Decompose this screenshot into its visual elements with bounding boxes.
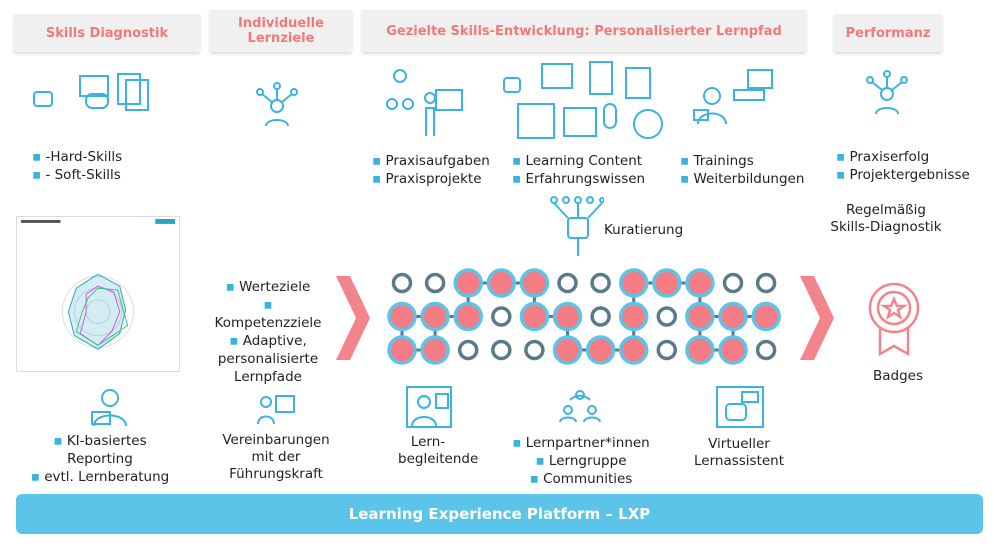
header-skills-entwicklung: Gezielte Skills-Entwicklung: Personalisi…	[362, 10, 806, 52]
path-node-active	[453, 301, 483, 332]
chevron-right-icon-left	[336, 276, 370, 360]
learning-path-grid	[387, 268, 781, 365]
path-node-active	[618, 335, 649, 365]
path-node-active	[486, 268, 517, 298]
lernpartner-list: Lernpartner*innenLerngruppeCommunities	[508, 434, 654, 488]
path-node-active	[420, 335, 450, 365]
path-node-empty	[755, 272, 777, 294]
path-node-empty	[491, 306, 512, 327]
badges-label: Badges	[872, 368, 923, 384]
path-node-empty	[722, 272, 744, 294]
path-node-empty	[590, 306, 611, 327]
path-node-empty	[755, 339, 777, 361]
path-node-active	[751, 301, 781, 332]
path-node-active	[552, 301, 583, 332]
trainings-list: TrainingsWeiterbildungen	[680, 152, 804, 188]
path-node-active	[685, 335, 715, 365]
path-node-active	[453, 268, 483, 298]
ziele-list: WertezieleKompetenzzieleAdaptive, person…	[212, 278, 324, 386]
path-node-active	[618, 268, 649, 298]
person-network-icon	[256, 82, 298, 127]
path-node-empty	[590, 272, 611, 294]
reporting-dashboard-screenshot	[16, 216, 180, 372]
header-individuelle-lernziele: Individuelle Lernziele	[210, 10, 352, 52]
content-list: Learning ContentErfahrungswissen	[512, 152, 645, 188]
path-node-active	[420, 301, 450, 332]
path-node-active	[685, 268, 715, 298]
kuratierung-label: Kuratierung	[604, 222, 684, 238]
chevron-right-icon-right	[800, 276, 834, 360]
performanz-list: PraxiserfolgProjektergebnisse	[836, 148, 969, 184]
path-node-active	[585, 335, 616, 365]
path-node-empty	[391, 272, 413, 294]
path-node-active	[685, 301, 715, 332]
path-node-empty	[457, 339, 479, 361]
reporting-list: KI-basiertes Reportingevtl. Lernberatung	[28, 432, 172, 486]
path-node-empty	[524, 339, 545, 361]
path-node-empty	[491, 339, 512, 361]
badge-award-icon	[868, 282, 920, 357]
path-node-empty	[557, 272, 578, 294]
path-node-empty	[424, 272, 446, 294]
path-node-active	[519, 268, 550, 298]
path-node-active	[519, 301, 550, 332]
person-network-icon-performanz	[866, 70, 908, 115]
community-icon	[559, 390, 601, 422]
path-node-empty	[656, 339, 678, 361]
lernbegleitende-icon	[406, 386, 452, 428]
training-icon	[693, 69, 773, 125]
path-node-active	[652, 268, 682, 298]
chip-curation-icon	[550, 196, 604, 256]
skills-devices-icon	[33, 73, 149, 111]
header-skills-diagnostik: Skills Diagnostik	[14, 14, 200, 52]
path-node-active	[552, 335, 583, 365]
path-node-active	[718, 335, 748, 365]
person-laptop-icon	[91, 389, 127, 427]
assistent-text: Virtueller Lernassistent	[693, 436, 785, 469]
presentation-people-icon	[386, 69, 463, 136]
path-node-empty	[656, 306, 678, 327]
header-performanz: Performanz	[834, 14, 942, 52]
path-node-active	[387, 335, 417, 365]
skills-list: -Hard-Skills- Soft-Skills	[32, 148, 122, 184]
lernbegleitende-text: Lern-begleitende	[398, 434, 479, 467]
presentation-icon	[257, 395, 295, 425]
path-node-active	[618, 301, 649, 332]
path-node-active	[387, 301, 417, 332]
praxis-list: PraxisaufgabenPraxisprojekte	[372, 152, 489, 188]
learning-content-icon	[503, 61, 663, 139]
path-node-active	[718, 301, 748, 332]
lxp-banner: Learning Experience Platform – LXP	[16, 494, 983, 534]
regelmaessig-text: Regelmäßig Skills-Diagnostik	[830, 202, 942, 235]
vereinbarungen-text: Vereinbarungen mit der Führungskraft	[222, 432, 330, 482]
chatbot-icon	[716, 386, 764, 428]
